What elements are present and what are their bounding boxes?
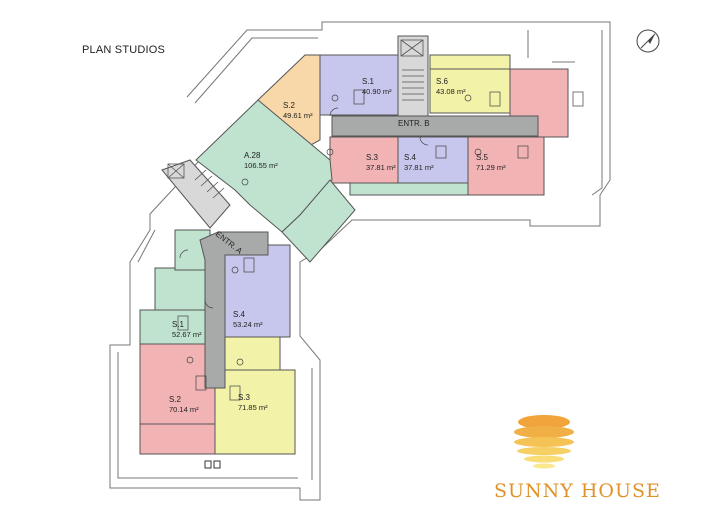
fixtures: [177, 89, 529, 401]
unit-a-s2-room: [139, 343, 216, 425]
unit-a-s1-room: [139, 309, 206, 345]
unit-area: 71.85 m²: [238, 403, 268, 412]
unit-a-s2-terrace: [139, 423, 216, 455]
unit-name: S.2: [283, 101, 296, 110]
unit-name: S.4: [404, 153, 417, 162]
corridor-b: [331, 115, 539, 137]
unit-name: S.1: [172, 320, 185, 329]
unit-name: S.3: [238, 393, 251, 402]
terrace-outline: [109, 21, 611, 501]
unit-area: 106.55 m²: [244, 161, 278, 170]
unit-b-s4-room: [397, 136, 469, 184]
unit-a-s3-terrace: [214, 369, 296, 455]
unit-labels: S.1 40.90 m² S.6 43.08 m² S.2 49.61 m² A…: [169, 77, 506, 414]
north-arrow-icon: [636, 29, 660, 53]
unit-b-s1-room: [319, 54, 399, 116]
entrance-b-label: ENTR. B: [398, 119, 430, 128]
unit-area: 70.14 m²: [169, 405, 199, 414]
corner-block: [161, 99, 356, 263]
unit-area: 37.81 m²: [366, 163, 396, 172]
wing-a: [139, 229, 296, 455]
sun-logo-icon: [514, 415, 574, 469]
unit-name: S.6: [436, 77, 449, 86]
unit-green-balcony: [281, 179, 356, 263]
unit-green-a1: [154, 267, 206, 311]
unit-name: S.1: [362, 77, 375, 86]
unit-area: 37.81 m²: [404, 163, 434, 172]
unit-area: 43.08 m²: [436, 87, 466, 96]
unit-area: 40.90 m²: [362, 87, 392, 96]
corridor-a: [199, 231, 269, 389]
unit-b-green-strip: [349, 182, 469, 196]
unit-name: S.3: [366, 153, 379, 162]
unit-name: S.4: [233, 310, 246, 319]
unit-area: 52.67 m²: [172, 330, 202, 339]
unit-area: 53.24 m²: [233, 320, 263, 329]
unit-b-s5-room: [467, 136, 545, 196]
unit-name: A.28: [244, 151, 261, 160]
unit-area: 71.29 m²: [476, 163, 506, 172]
plan-title: PLAN STUDIOS: [82, 44, 166, 56]
unit-name: S.2: [169, 395, 182, 404]
stair-a: [161, 159, 231, 229]
unit-area: 49.61 m²: [283, 111, 313, 120]
unit-b-s3-room: [329, 136, 399, 184]
brand-name: SUNNY HOUSE: [494, 480, 661, 502]
unit-name: S.5: [476, 153, 489, 162]
unit-a-s4-room: [223, 244, 291, 338]
vent-squares: [204, 460, 221, 469]
